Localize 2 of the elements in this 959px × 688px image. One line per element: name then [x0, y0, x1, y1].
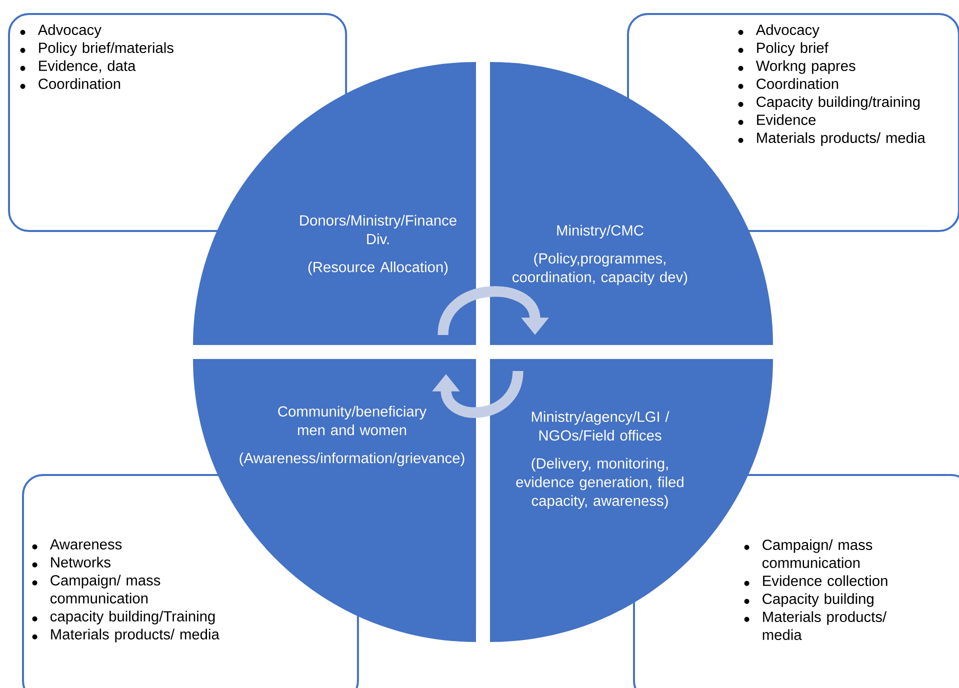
quadrant-sector: Donors/Ministry/Finance Div. (Resource Allocation) [193, 62, 476, 345]
cycle-arrow [432, 370, 524, 418]
